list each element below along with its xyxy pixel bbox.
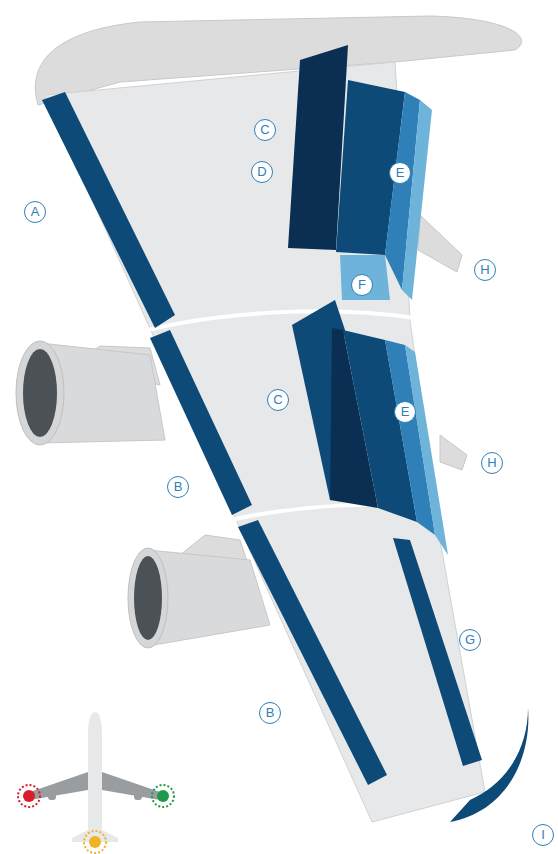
callout-letter: B: [167, 476, 189, 498]
callout-letter: F: [351, 274, 373, 296]
callout-letter: C: [254, 119, 276, 141]
callout-letter: A: [24, 201, 46, 223]
callout-letter: I: [532, 824, 554, 846]
callout-letter: G: [459, 629, 481, 651]
callout-letter: H: [481, 452, 503, 474]
callout-letter: E: [394, 401, 416, 423]
callout-letter: C: [267, 389, 289, 411]
callout-letter: D: [251, 161, 273, 183]
callout-letter: B: [259, 702, 281, 724]
callout-letter: H: [474, 259, 496, 281]
callout-letter: E: [389, 162, 411, 184]
